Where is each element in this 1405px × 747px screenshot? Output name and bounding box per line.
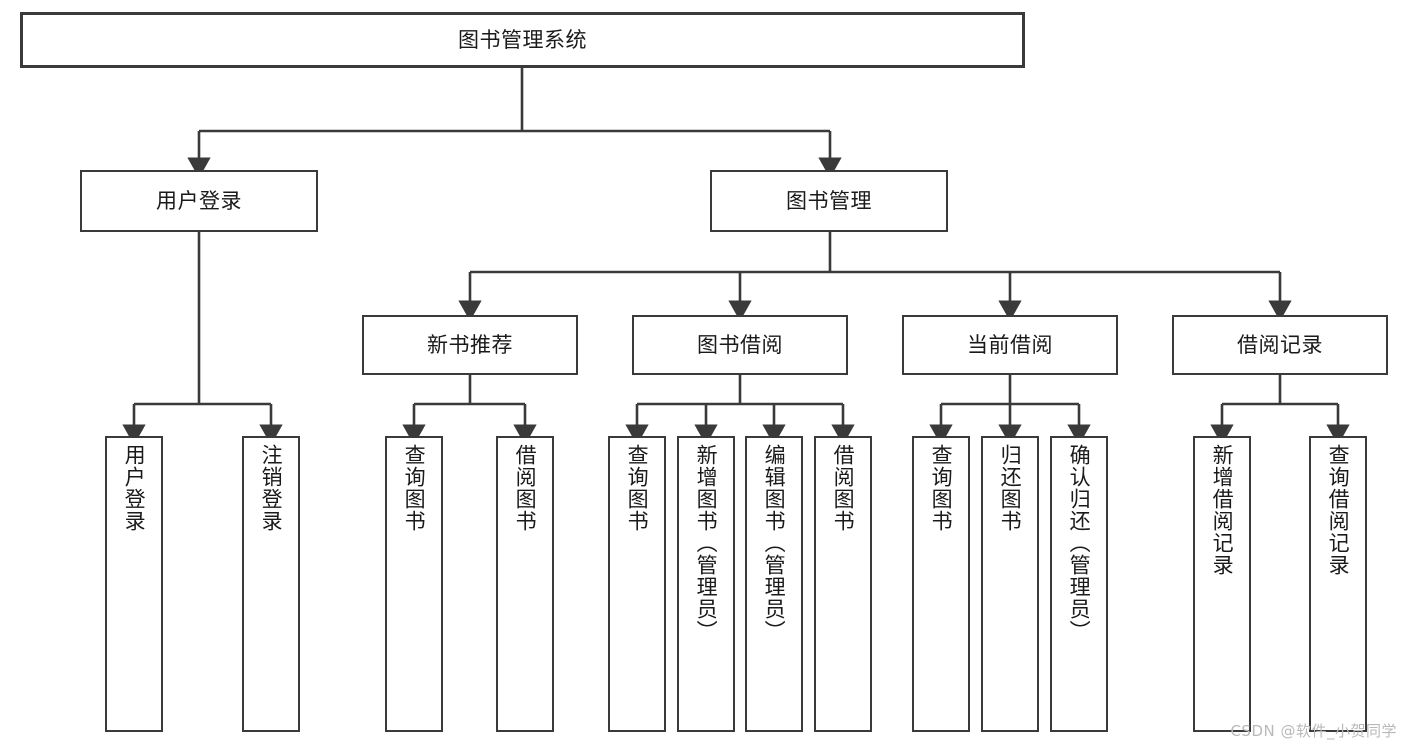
leaf-edit-book-admin[interactable]: 编辑图书（管理员） <box>745 436 803 732</box>
node-label: 当前借阅 <box>967 332 1053 357</box>
node-label: 借阅图书 <box>513 444 538 532</box>
leaf-add-borrow-record[interactable]: 新增借阅记录 <box>1193 436 1251 732</box>
node-user-login[interactable]: 用户登录 <box>80 170 318 232</box>
node-label: 图书管理系统 <box>458 27 587 52</box>
node-label: 注销登录 <box>259 444 284 532</box>
node-borrow-records[interactable]: 借阅记录 <box>1172 315 1388 375</box>
node-label: 图书管理 <box>786 188 872 213</box>
leaf-return-books[interactable]: 归还图书 <box>981 436 1039 732</box>
node-label: 查询图书 <box>402 444 427 532</box>
node-label: 查询借阅记录 <box>1326 444 1351 576</box>
node-label: 查询图书 <box>929 444 954 532</box>
leaf-query-books-borrowing[interactable]: 查询图书 <box>608 436 666 732</box>
node-label: 新书推荐 <box>427 332 513 357</box>
node-label: 用户登录 <box>122 444 147 532</box>
node-label: 用户登录 <box>156 188 242 213</box>
node-label: 确认归还（管理员） <box>1067 444 1092 642</box>
leaf-query-borrow-record[interactable]: 查询借阅记录 <box>1309 436 1367 732</box>
watermark: CSDN @软件_小贺同学 <box>1230 722 1397 740</box>
leaf-add-book-admin[interactable]: 新增图书（管理员） <box>677 436 735 732</box>
leaf-borrow-books-borrowing[interactable]: 借阅图书 <box>814 436 872 732</box>
node-label: 借阅记录 <box>1237 332 1323 357</box>
leaf-user-login[interactable]: 用户登录 <box>105 436 163 732</box>
node-label: 归还图书 <box>998 444 1023 532</box>
leaf-confirm-return-admin[interactable]: 确认归还（管理员） <box>1050 436 1108 732</box>
leaf-query-books-current[interactable]: 查询图书 <box>912 436 970 732</box>
node-label: 查询图书 <box>625 444 650 532</box>
node-new-book-recommendation[interactable]: 新书推荐 <box>362 315 578 375</box>
node-label: 编辑图书（管理员） <box>762 444 787 642</box>
leaf-logout[interactable]: 注销登录 <box>242 436 300 732</box>
leaf-borrow-books-recommend[interactable]: 借阅图书 <box>496 436 554 732</box>
node-root-book-management-system[interactable]: 图书管理系统 <box>20 12 1025 68</box>
node-label: 借阅图书 <box>831 444 856 532</box>
node-book-borrowing[interactable]: 图书借阅 <box>632 315 848 375</box>
node-label: 图书借阅 <box>697 332 783 357</box>
leaf-query-books-recommend[interactable]: 查询图书 <box>385 436 443 732</box>
node-book-management[interactable]: 图书管理 <box>710 170 948 232</box>
node-label: 新增借阅记录 <box>1210 444 1235 576</box>
node-label: 新增图书（管理员） <box>694 444 719 642</box>
node-current-borrowing[interactable]: 当前借阅 <box>902 315 1118 375</box>
